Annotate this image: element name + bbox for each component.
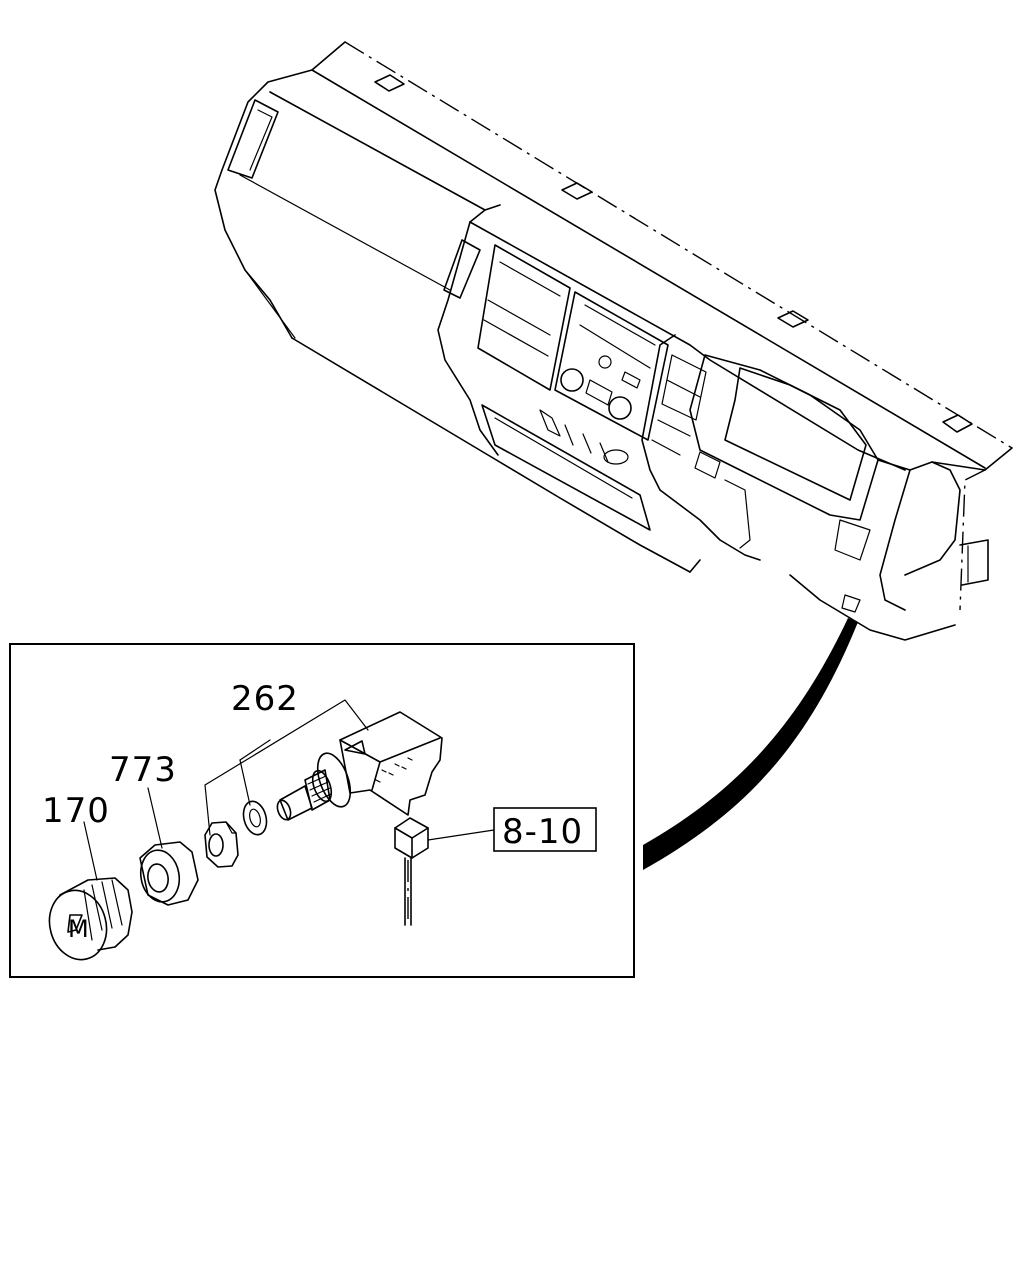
knob-part: M — [48, 877, 133, 961]
detail-inset-frame — [9, 643, 635, 978]
knob-logo-mark: M — [68, 915, 89, 943]
callout-8-10: 8-10 — [502, 812, 583, 852]
leader-lines — [83, 699, 495, 881]
dashboard-panel-drawing — [214, 41, 1013, 641]
switch-assembly — [276, 711, 443, 821]
connector-part — [394, 817, 429, 926]
bezel-nut-part — [139, 841, 199, 906]
inset-leader-band — [643, 618, 858, 870]
callout-262: 262 — [231, 679, 299, 719]
callout-8-10-box — [493, 807, 597, 852]
washer-hole — [249, 808, 261, 828]
washer-part — [242, 800, 268, 836]
callout-170: 170 — [42, 791, 110, 831]
callout-773: 773 — [109, 750, 177, 790]
hex-nut-part — [204, 821, 239, 868]
